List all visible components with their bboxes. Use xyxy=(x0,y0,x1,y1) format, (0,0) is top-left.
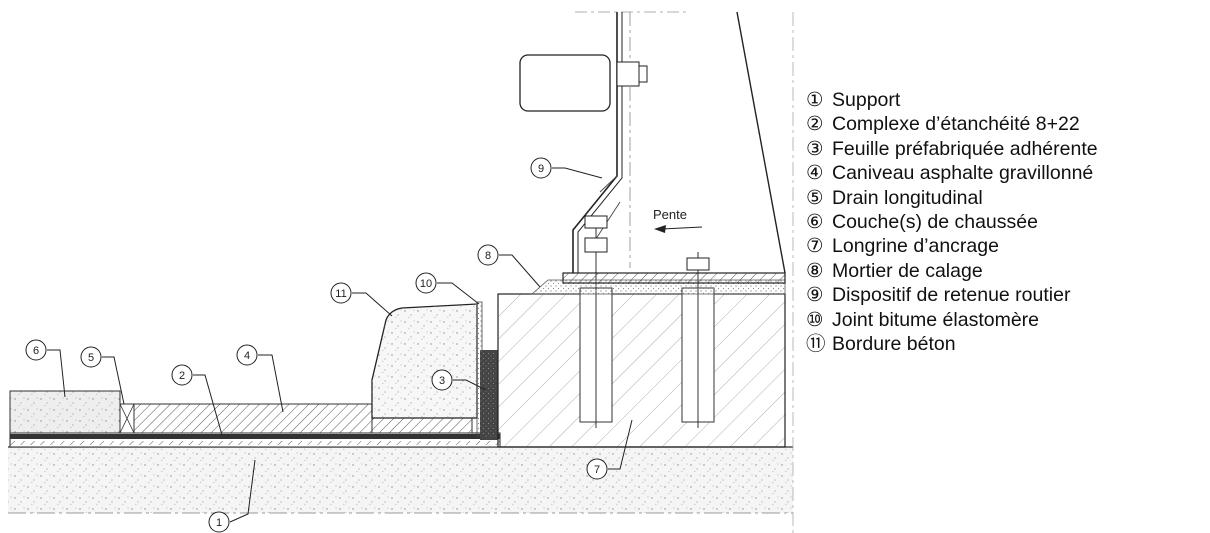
callout-11: 11 xyxy=(330,282,393,317)
svg-text:2: 2 xyxy=(179,370,185,382)
svg-text:3: 3 xyxy=(439,375,445,387)
bitumen-joint xyxy=(476,301,483,437)
anchor-beam xyxy=(497,293,786,448)
callout-6: 6 xyxy=(25,339,66,398)
slope-arrow-shaft xyxy=(661,226,703,230)
callout-3: 3 xyxy=(431,369,487,391)
slope-arrow-head xyxy=(654,225,666,233)
gutter-asphalt xyxy=(133,403,373,434)
spacer-block xyxy=(519,54,611,112)
svg-text:6: 6 xyxy=(33,345,39,357)
callout-4: 4 xyxy=(236,344,284,413)
svg-text:11: 11 xyxy=(335,288,346,300)
nut-right xyxy=(686,257,710,271)
concrete-kerb-texture xyxy=(372,304,477,418)
callout-2: 2 xyxy=(171,364,223,436)
support-texture xyxy=(8,447,793,513)
connection-nut xyxy=(638,65,648,83)
callout-7: 7 xyxy=(586,419,633,480)
slope-label: Pente xyxy=(653,207,687,222)
waterproofing-band-light xyxy=(10,441,500,445)
pavement-texture xyxy=(10,391,120,433)
callout-9: 9 xyxy=(530,157,603,179)
svg-text:10: 10 xyxy=(420,278,432,290)
nut-left-lower xyxy=(584,237,608,253)
gutter-asphalt-step xyxy=(371,417,473,434)
svg-text:7: 7 xyxy=(594,464,600,476)
post-inner-outline xyxy=(577,12,623,273)
callout-8: 8 xyxy=(477,244,541,288)
svg-text:5: 5 xyxy=(88,352,94,364)
callout-10: 10 xyxy=(415,272,480,305)
svg-text:4: 4 xyxy=(244,350,250,362)
base-plate xyxy=(562,272,786,284)
post-back-flange xyxy=(736,11,786,274)
connection-bolt xyxy=(616,61,640,87)
callout-5: 5 xyxy=(80,346,125,405)
nut-left-upper xyxy=(584,215,608,229)
membrane-texture xyxy=(482,352,496,438)
svg-text:1: 1 xyxy=(216,517,222,529)
post-outline xyxy=(572,12,618,273)
svg-text:9: 9 xyxy=(538,163,544,175)
svg-text:8: 8 xyxy=(485,250,491,262)
callout-1: 1 xyxy=(208,459,256,533)
waterproofing-band-dark xyxy=(10,434,500,439)
drain-cross-b xyxy=(119,403,135,434)
